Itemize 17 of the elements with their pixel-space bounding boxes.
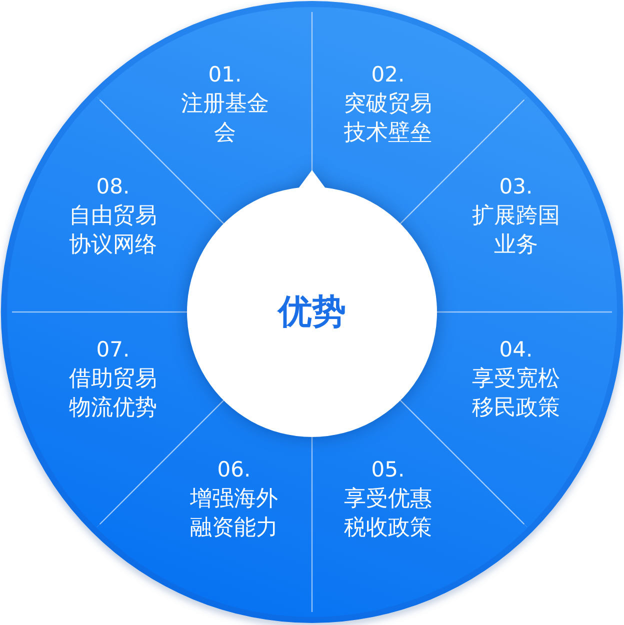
segment-label: 借助贸易物流优势 (68, 366, 158, 422)
segment-label: 注册基金会 (180, 90, 270, 148)
segment-number: 04. (499, 336, 533, 364)
segment-label: 享受优惠税收政策 (343, 486, 433, 542)
segment-label: 自由贸易协议网络 (68, 202, 158, 260)
segment-number: 08. (96, 174, 130, 200)
segment-label: 享受宽松移民政策 (471, 366, 561, 422)
segment-number: 02. (371, 62, 405, 88)
segment-label: 增强海外融资能力 (189, 486, 279, 542)
segment-number: 06. (217, 456, 251, 484)
segment-label: 突破贸易技术壁垒 (343, 90, 433, 148)
segment-number: 03. (499, 174, 533, 200)
segment-label: 扩展跨国业务 (471, 202, 561, 260)
segment-number: 01. (208, 62, 242, 88)
segment-number: 05. (371, 456, 405, 484)
center-title: 优势 (278, 291, 346, 333)
segment-number: 07. (96, 336, 130, 364)
